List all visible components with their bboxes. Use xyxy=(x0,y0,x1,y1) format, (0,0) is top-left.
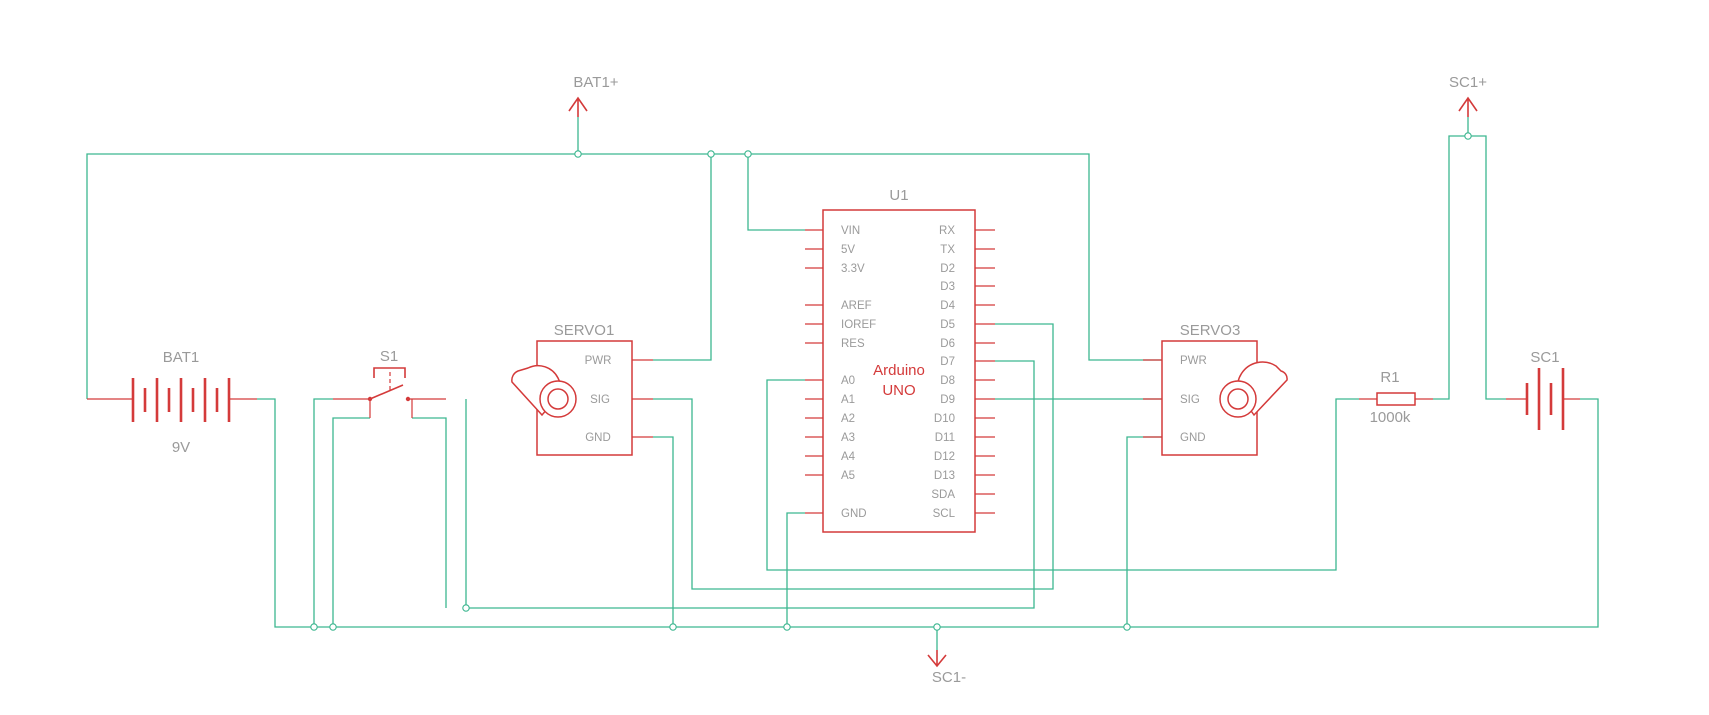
u1-pin-5v: 5V xyxy=(841,244,855,256)
u1-pin-a5: A5 xyxy=(841,470,855,482)
battery-bat1: BAT1 9V xyxy=(87,349,257,456)
u1-name-line1: Arduino xyxy=(873,362,925,379)
u1-pin-ioref: IOREF xyxy=(841,319,876,331)
u1-pin-d6: D6 xyxy=(940,338,955,350)
u1-pin-d12: D12 xyxy=(934,451,955,463)
bat1-value: 9V xyxy=(172,439,190,456)
resistor-r1: R1 1000k xyxy=(1359,369,1433,426)
u1-pin-d13: D13 xyxy=(934,470,955,482)
u1-pin-a4: A4 xyxy=(841,451,856,463)
u1-pin-a1: A1 xyxy=(841,394,855,406)
servo1-pin-pwr: PWR xyxy=(585,355,612,367)
u1-pin-a2: A2 xyxy=(841,413,855,425)
u1-pin-d7: D7 xyxy=(940,356,955,368)
u1-pin-aref: AREF xyxy=(841,300,872,312)
u1-pin-tx: TX xyxy=(940,244,955,256)
u1-pin-d5: D5 xyxy=(940,319,955,331)
servo1-ref: SERVO1 xyxy=(554,322,615,339)
servo-servo1: PWR SIG GND SERVO1 xyxy=(511,322,653,456)
servo1-pin-gnd: GND xyxy=(585,432,611,444)
u1-pin-a3: A3 xyxy=(841,432,855,444)
u1-pin-sda: SDA xyxy=(931,489,955,501)
u1-pin-a0: A0 xyxy=(841,375,855,387)
u1-pin-d4: D4 xyxy=(940,300,955,312)
servo3-pin-pwr: PWR xyxy=(1180,355,1207,367)
port-bat1-plus: BAT1+ xyxy=(568,74,619,117)
r1-ref: R1 xyxy=(1380,369,1399,386)
u1-pin-d8: D8 xyxy=(940,375,955,387)
u1-pin-3v3: 3.3V xyxy=(841,263,865,275)
servo3-ref: SERVO3 xyxy=(1180,322,1241,339)
bat1-ref: BAT1 xyxy=(163,349,199,366)
s1-ref: S1 xyxy=(380,348,398,365)
port-sc1-plus: SC1+ xyxy=(1449,74,1487,117)
u1-pin-gnd: GND xyxy=(841,508,867,520)
u1-pin-rx: RX xyxy=(939,225,955,237)
u1-ref: U1 xyxy=(889,187,908,204)
u1-pin-d9: D9 xyxy=(940,394,955,406)
u1-pin-d10: D10 xyxy=(934,413,955,425)
servo3-pin-gnd: GND xyxy=(1180,432,1206,444)
arduino-u1: U1 Arduino UNO VIN 5V 3.3V AREF IOREF RE… xyxy=(805,187,995,533)
port-sc1-minus: SC1- xyxy=(927,650,966,686)
u1-pin-d11: D11 xyxy=(935,432,955,444)
port-bat1-plus-label: BAT1+ xyxy=(573,74,618,91)
u1-name-line2: UNO xyxy=(882,382,915,399)
servo1-pin-sig: SIG xyxy=(590,394,610,406)
switch-s1: S1 xyxy=(333,348,446,418)
u1-pin-scl: SCL xyxy=(933,508,956,520)
r1-value: 1000k xyxy=(1370,409,1411,426)
port-sc1-minus-label: SC1- xyxy=(932,669,966,686)
u1-pin-d2: D2 xyxy=(940,263,955,275)
port-sc1-plus-label: SC1+ xyxy=(1449,74,1487,91)
u1-pin-res: RES xyxy=(841,338,865,350)
servo-servo3: PWR SIG GND SERVO3 xyxy=(1143,322,1288,456)
servo3-pin-sig: SIG xyxy=(1180,394,1200,406)
wire-junctions xyxy=(310,132,1472,631)
u1-pin-vin: VIN xyxy=(841,225,860,237)
u1-pin-d3: D3 xyxy=(940,281,955,293)
cell-sc1: SC1 xyxy=(1506,349,1580,430)
sc1-ref: SC1 xyxy=(1530,349,1559,366)
